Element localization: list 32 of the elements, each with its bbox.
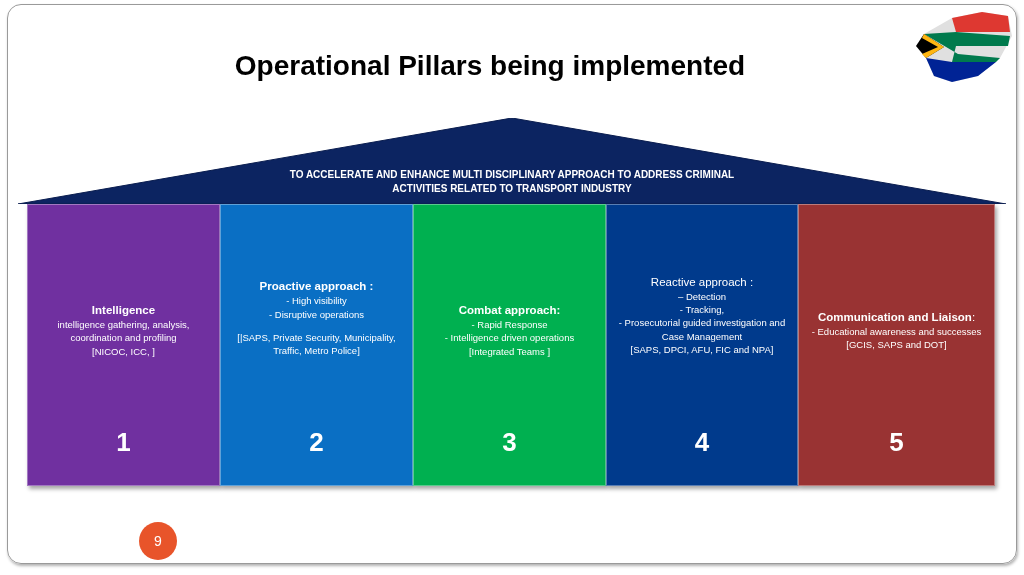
pillar-number: 3 (501, 427, 518, 458)
pillar-box (606, 204, 798, 486)
pillar-heading: Intelligence (91, 303, 156, 318)
pillar-box (798, 204, 995, 486)
pillar-heading: Combat approach: (458, 303, 561, 318)
pillar-heading: Communication and Liaison: (817, 309, 976, 325)
pillar-text: [GCIS, SAPS and DOT] (846, 338, 947, 352)
pillar-number: 1 (115, 427, 132, 458)
page-number: 9 (139, 522, 177, 560)
pillar-text: - Disruptive operations (268, 307, 364, 322)
pillar-text: - Tracking, (679, 303, 725, 317)
pillar-text: [NICOC, ICC, ] (92, 344, 155, 358)
pillar-text: - Rapid Response (471, 318, 548, 332)
pillar-text: [SAPS, DPCI, AFU, FIC and NPA] (630, 343, 774, 357)
title: Operational Pillars being implemented (233, 50, 747, 82)
pillar-text: – Detection (677, 289, 727, 304)
pillar-heading: Reactive approach : (650, 274, 754, 290)
pillar-text: - High visibility (286, 294, 347, 308)
pillar-text: intelligence gathering, analysis, coordination and profiling (56, 318, 191, 345)
pillar-box (413, 204, 606, 486)
pillar-box (220, 204, 413, 486)
pillar-number: 2 (308, 427, 325, 458)
pillar-number: 5 (888, 427, 905, 458)
roof-text: TO ACCELERATE AND ENHANCE MULTI DISCIPLINARY APPROACH TO ADDRESS CRIMINAL ACTIVITIES RELATED TO TRANSPORT INDUSTRY (288, 168, 736, 195)
pillar-heading: Proactive approach : (259, 279, 374, 295)
pillar-text: [|SAPS, Private Security, Municipality, Traffic, Metro Police] (236, 331, 397, 358)
pillar-text: [Integrated Teams ] (468, 344, 551, 358)
pillar-text: - Prosecutorial guided investigation and Case Management (617, 316, 787, 343)
pillar-box (27, 204, 220, 486)
pillar-text: - Educational awareness and successes (811, 324, 982, 339)
pillar-text: - Intelligence driven operations (444, 331, 575, 345)
pillar-number: 4 (693, 427, 711, 458)
